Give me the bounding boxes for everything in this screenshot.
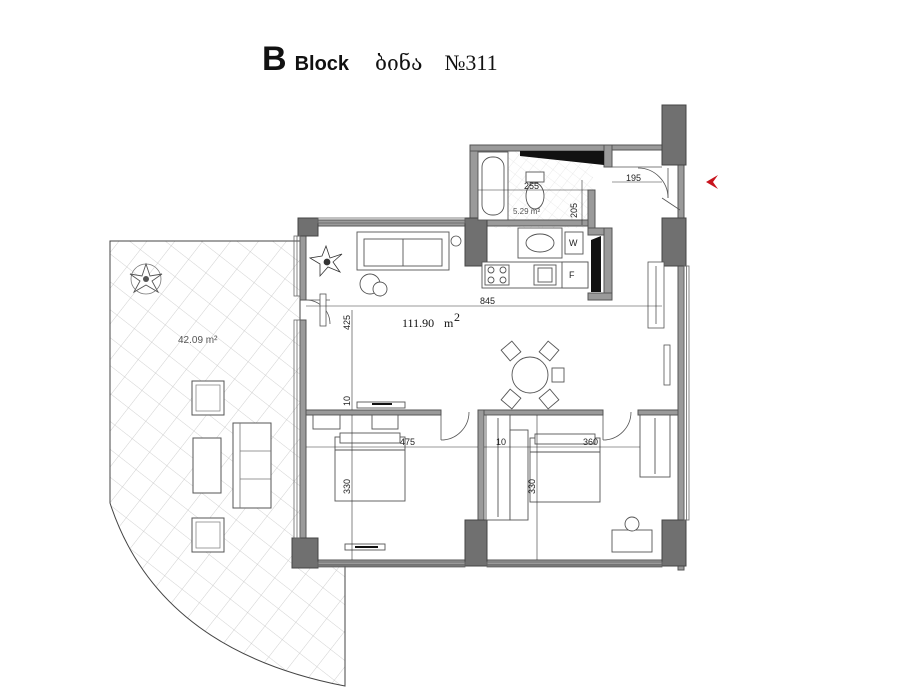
dining-table	[500, 340, 565, 410]
columns	[291, 104, 687, 569]
bedroom2-bed	[529, 433, 601, 503]
sink	[517, 227, 563, 259]
apartment-word: ბინა	[375, 51, 423, 75]
kitchen-counter	[481, 261, 589, 289]
bedroom1-bed	[334, 432, 406, 502]
bedroom1-dresser	[312, 414, 399, 430]
dim-bedroom1-width: 475	[400, 437, 415, 447]
terrace-area-label: 42.09 m²	[178, 335, 218, 346]
dim-wall-gap-1: 10	[342, 396, 352, 406]
desk	[611, 516, 653, 553]
dim-bedroom1-depth: 330	[342, 479, 352, 494]
dim-bedroom2-width: 360	[583, 437, 598, 447]
total-area-unit-sup: 2	[454, 310, 460, 324]
windows	[293, 217, 690, 568]
dim-bath-width: 255	[524, 181, 539, 191]
fridge-label: F	[569, 270, 575, 280]
dimension-lines	[306, 180, 662, 560]
block-letter: B	[262, 40, 287, 78]
dim-wall-gap-2: 10	[496, 437, 506, 447]
living-plant-icon	[308, 244, 343, 278]
dim-entry-width: 195	[626, 173, 641, 183]
dim-bath-height: 205	[569, 203, 579, 218]
shelf	[319, 293, 327, 327]
washer-label: W	[569, 238, 578, 248]
total-area-unit: m	[444, 316, 454, 330]
bedroom2-door	[602, 411, 632, 441]
terrace-armchair-top	[191, 380, 225, 416]
bedroom1-door	[440, 411, 470, 441]
bedroom2-closet	[639, 414, 671, 478]
living-sofa	[356, 231, 450, 271]
dim-living-depth: 425	[342, 315, 352, 330]
toilet	[525, 171, 545, 210]
wardrobe-black	[591, 236, 601, 292]
dim-living-width: 845	[480, 296, 495, 306]
terrace-plant-icon	[129, 262, 163, 295]
dim-bedroom2-depth: 330	[527, 479, 537, 494]
block-word: Block	[294, 53, 350, 75]
lamp-icon	[450, 235, 462, 247]
bathroom-area-label: 5.29 m²	[513, 207, 540, 216]
terrace-armchair-bottom	[191, 517, 225, 553]
terrace-floor	[109, 240, 346, 687]
bath-counter	[520, 151, 604, 165]
tv-unit	[356, 401, 406, 409]
washer	[564, 231, 584, 255]
bedroom1-tv	[344, 543, 386, 551]
side-tables	[359, 273, 388, 297]
balcony-shelf	[647, 261, 665, 329]
bathtub	[477, 151, 509, 221]
terrace: 42.09 m²	[109, 240, 346, 687]
apartment-number: №311	[444, 50, 498, 75]
entry-arrow-icon	[706, 175, 718, 189]
plan-title: B Block ბინა №311	[262, 40, 498, 80]
wall-cabinet	[663, 344, 671, 386]
terrace-coffee-table	[192, 437, 222, 494]
total-area-value: 111.90	[402, 316, 434, 330]
entry-door	[612, 166, 681, 211]
terrace-sofa	[232, 422, 272, 509]
bedroom2-wardrobe	[485, 414, 529, 521]
